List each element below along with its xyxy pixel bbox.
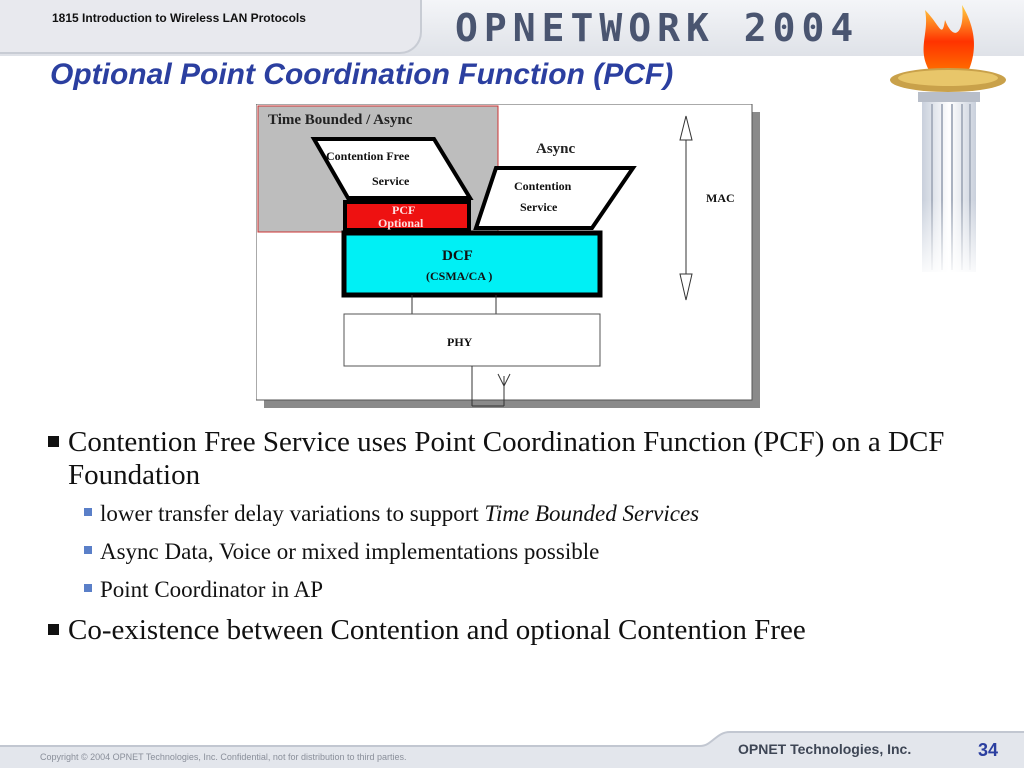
async-label: Async — [536, 141, 576, 157]
contention-free-service-label: Service — [372, 174, 410, 188]
contention-free-label: Contention Free — [326, 149, 410, 163]
sub-bullet-text: Point Coordinator in AP — [100, 577, 323, 602]
sub-bullet-text: Async Data, Voice or mixed implementatio… — [100, 539, 600, 564]
bullet-list: Contention Free Service uses Point Coord… — [48, 426, 948, 655]
bullet-text: Co-existence between Contention and opti… — [68, 614, 806, 646]
sub-bullet-item: lower transfer delay variations to suppo… — [48, 500, 948, 527]
bullet-text: Contention Free Service uses Point Coord… — [68, 426, 945, 491]
protocol-stack-diagram: Time Bounded / Async Contention Free Ser… — [256, 104, 760, 408]
bullet-item: Contention Free Service uses Point Coord… — [48, 426, 948, 492]
dcf-label: DCF — [442, 248, 473, 264]
sub-bullet-square-icon — [84, 546, 92, 554]
sub-bullet-text: lower transfer delay variations to suppo… — [100, 501, 485, 526]
page-number: 34 — [978, 740, 999, 760]
slide-title: Optional Point Coordination Function (PC… — [50, 58, 674, 91]
pcf-box — [343, 200, 471, 232]
sub-bullet-square-icon — [84, 508, 92, 516]
bullet-item: Co-existence between Contention and opti… — [48, 614, 948, 647]
sub-bullet-item: Async Data, Voice or mixed implementatio… — [48, 538, 948, 565]
contention-free-service-shape — [310, 137, 474, 200]
dcf-box — [341, 230, 603, 298]
pcf-optional-label: Optional — [378, 216, 424, 230]
antenna-icon — [471, 366, 511, 407]
footer-band — [0, 731, 1024, 768]
phy-box — [343, 313, 601, 367]
time-bounded-label: Time Bounded / Async — [268, 112, 413, 128]
company-name: OPNET Technologies, Inc. — [738, 741, 912, 757]
course-title: 1815 Introduction to Wireless LAN Protoc… — [52, 11, 306, 25]
brand-title: OPNETWORK 2004 — [455, 6, 860, 50]
copyright-text: Copyright © 2004 OPNET Technologies, Inc… — [40, 752, 407, 762]
dcf-csma-label: (CSMA/CA ) — [426, 269, 492, 283]
course-title-box: 1815 Introduction to Wireless LAN Protoc… — [0, 0, 422, 54]
contention-service-label: Service — [520, 200, 558, 214]
phy-label: PHY — [447, 335, 473, 349]
pcf-label: PCF — [392, 203, 415, 217]
sub-bullet-italic-text: Time Bounded Services — [484, 501, 700, 526]
bullet-square-icon — [48, 436, 59, 447]
sub-bullet-item: Point Coordinator in AP — [48, 576, 948, 603]
mac-range-arrow — [679, 115, 693, 301]
sub-bullet-square-icon — [84, 584, 92, 592]
bullet-square-icon — [48, 624, 59, 635]
mac-label: MAC — [706, 191, 735, 205]
torch-logo-icon — [890, 5, 1024, 280]
contention-label: Contention — [514, 179, 572, 193]
contention-service-shape — [473, 166, 637, 230]
